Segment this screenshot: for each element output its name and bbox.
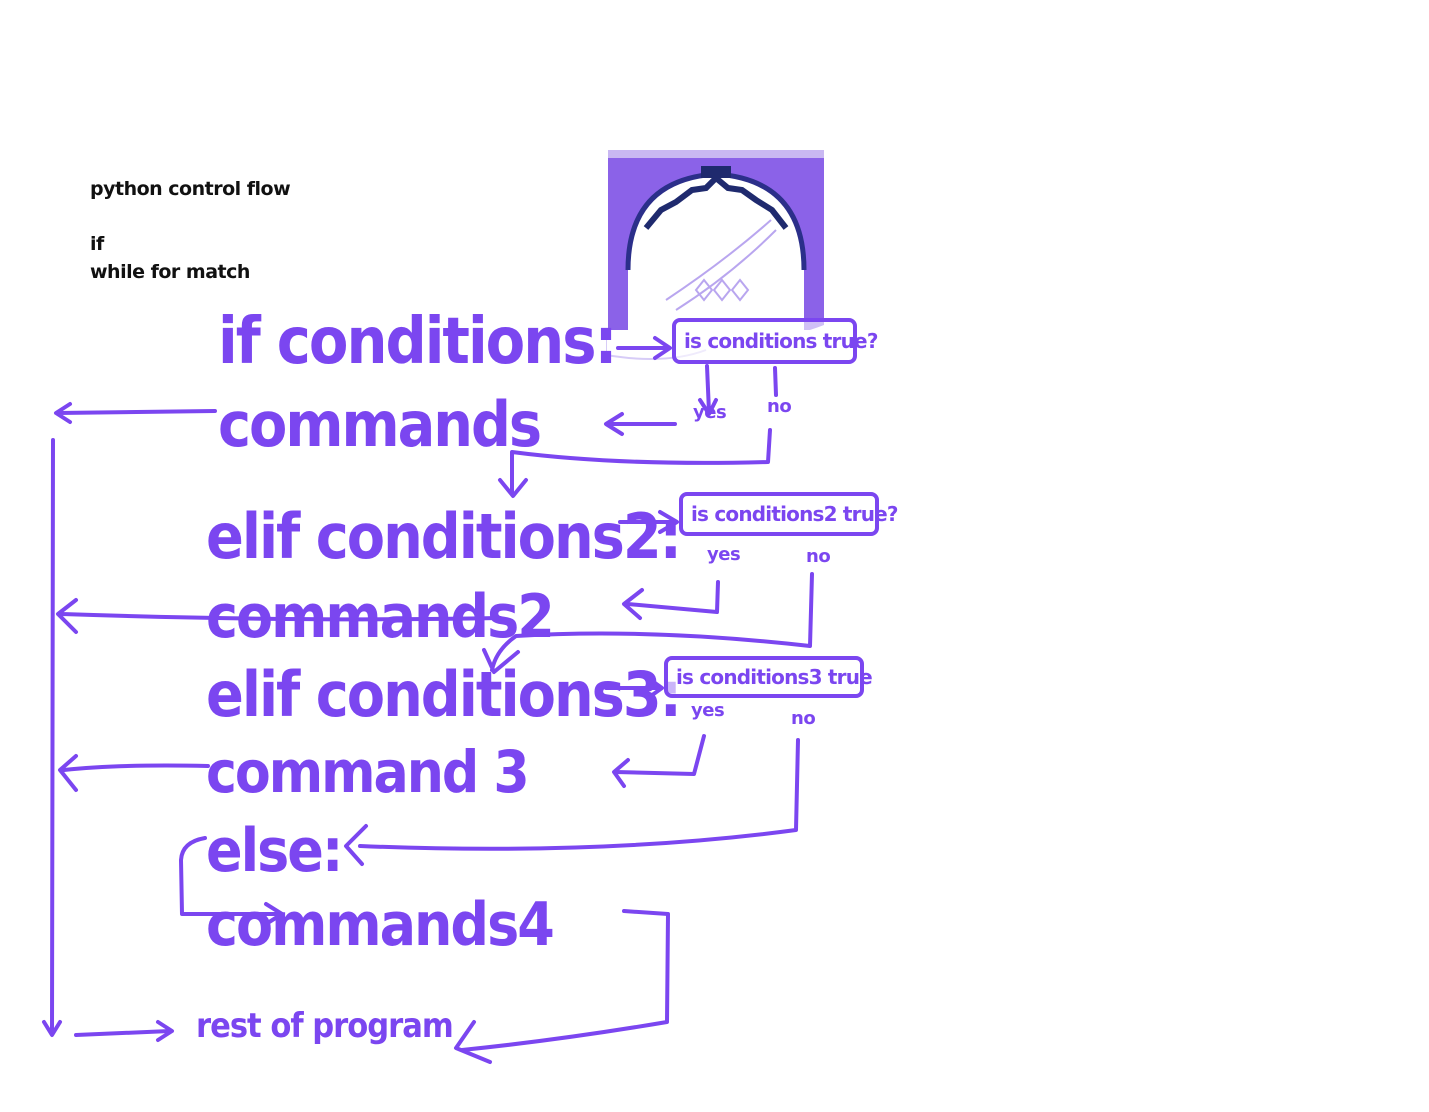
- commands4-line: commands4: [206, 890, 555, 960]
- rest-of-program-line: rest of program: [196, 1006, 454, 1046]
- note-loops: while for match: [90, 261, 250, 283]
- no-label-2: no: [806, 546, 831, 567]
- yes-label-2: yes: [707, 544, 741, 565]
- yes1-down: [698, 364, 718, 416]
- decision-box-3: is conditions3 true: [664, 656, 873, 698]
- yes1-to-commands: [604, 412, 677, 436]
- decision-box-2: is conditions2 true?: [679, 492, 899, 536]
- commands4-to-rest: [454, 909, 670, 1064]
- yes2-to-commands2: [622, 580, 720, 620]
- if-decision-arrow: [616, 336, 672, 360]
- yes-label-3: yes: [691, 700, 725, 721]
- no2-path: [482, 572, 814, 674]
- note-title: python control flow: [90, 178, 291, 200]
- note-if: if: [90, 233, 104, 255]
- if-line: if conditions:: [218, 305, 618, 379]
- command3-exit-arrow: [58, 754, 210, 792]
- exit-line: [50, 438, 55, 1034]
- decision-box-1: is conditions true?: [672, 318, 878, 364]
- elif2-decision-arrow: [618, 510, 679, 534]
- no-label-1: no: [767, 396, 792, 417]
- yes3-to-command3: [612, 734, 706, 788]
- else-bracket: [179, 836, 284, 926]
- commands2-exit-arrow: [56, 598, 502, 634]
- else-line: else:: [206, 816, 343, 886]
- rest-arrow: [74, 1020, 174, 1042]
- no-label-3: no: [791, 708, 816, 729]
- command3-line: command 3: [206, 738, 530, 806]
- elif-conditions2-line: elif conditions2:: [206, 500, 682, 573]
- elif3-decision-arrow: [604, 676, 664, 700]
- commands-exit-arrow: [54, 402, 217, 424]
- no3-path: [344, 738, 800, 866]
- no1-path: [498, 366, 778, 498]
- commands-line: commands: [218, 388, 542, 461]
- exit-line-arrowhead: [42, 1020, 62, 1037]
- elif-conditions3-line: elif conditions3:: [206, 658, 682, 731]
